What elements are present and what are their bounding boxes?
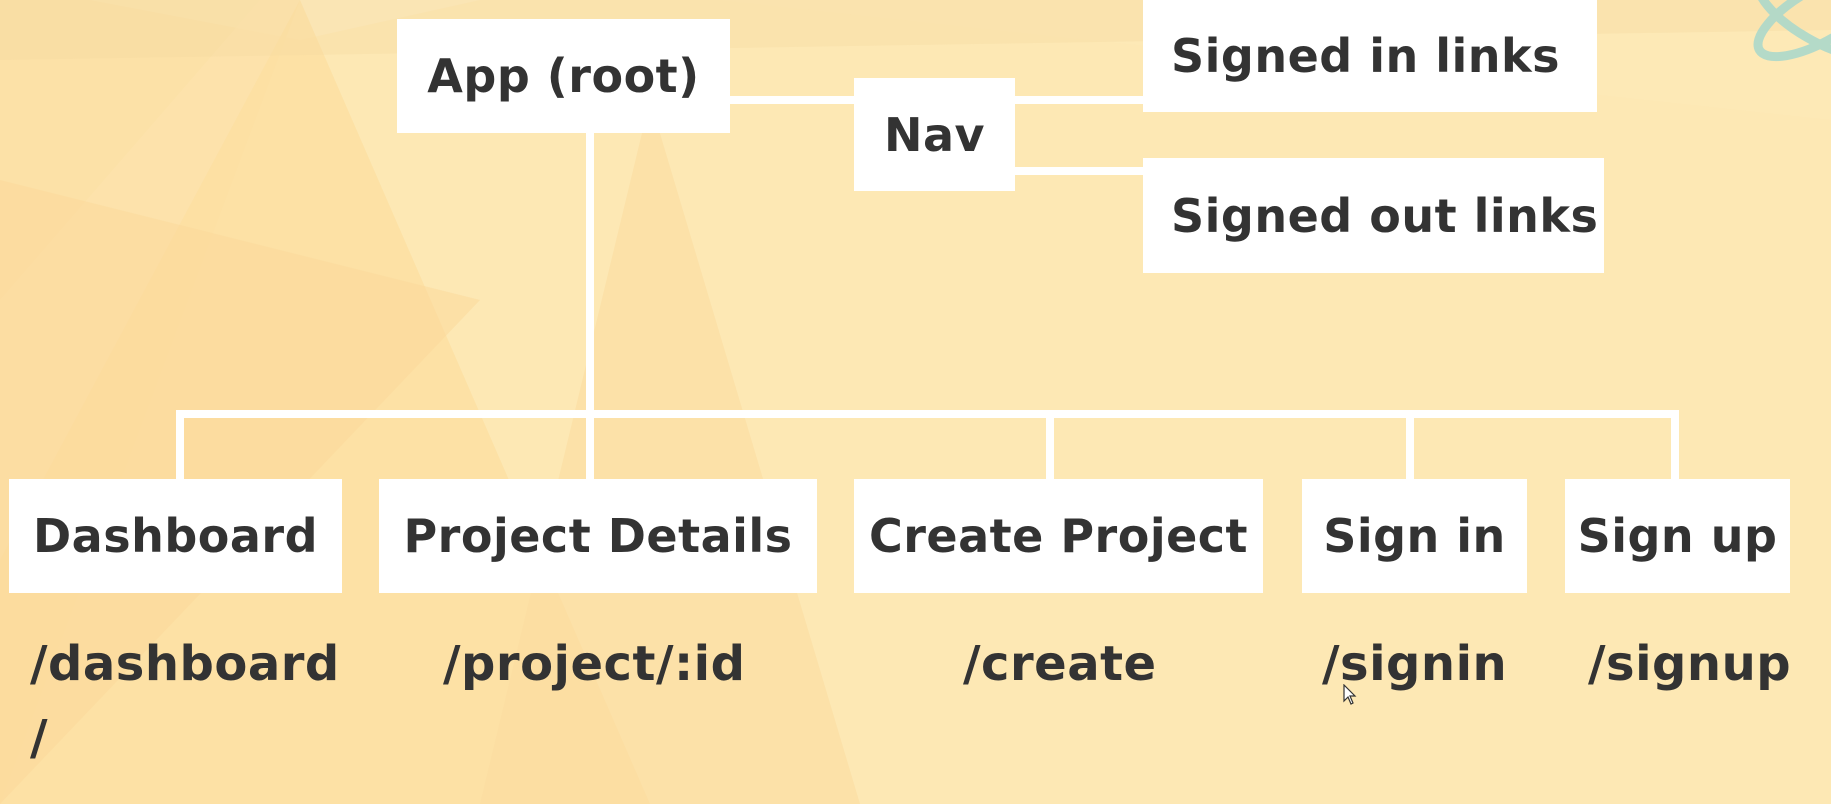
node-sign-in-label: Sign in xyxy=(1323,509,1506,563)
node-app-root-label: App (root) xyxy=(427,49,700,103)
node-signed-in-links-label: Signed in links xyxy=(1171,29,1560,83)
node-nav-label: Nav xyxy=(883,107,986,162)
node-create-project: Create Project xyxy=(854,479,1263,593)
route-dashboard: /dashboard xyxy=(30,636,340,692)
route-sign-in: /signin xyxy=(1322,636,1508,692)
route-sign-up: /signup xyxy=(1588,636,1792,692)
node-signed-in-links: Signed in links xyxy=(1143,0,1597,112)
react-logo-icon xyxy=(1753,0,1831,62)
node-nav: Nav xyxy=(854,78,1015,191)
node-dashboard-label: Dashboard xyxy=(32,509,319,563)
node-dashboard: Dashboard xyxy=(9,479,342,593)
node-project-details: Project Details xyxy=(379,479,817,593)
node-create-project-label: Create Project xyxy=(868,509,1249,563)
mouse-pointer-icon xyxy=(1343,684,1357,705)
node-project-details-label: Project Details xyxy=(403,509,793,563)
route-create-project: /create xyxy=(963,636,1157,692)
route-project-details: /project/:id xyxy=(443,636,746,692)
node-sign-up: Sign up xyxy=(1565,479,1790,593)
node-signed-out-links-label: Signed out links xyxy=(1171,188,1599,243)
node-signed-out-links: Signed out links xyxy=(1143,158,1604,273)
node-sign-up-label: Sign up xyxy=(1577,509,1778,563)
node-app-root: App (root) xyxy=(397,19,730,133)
route-dashboard-root: / xyxy=(30,710,49,766)
node-sign-in: Sign in xyxy=(1302,479,1527,593)
